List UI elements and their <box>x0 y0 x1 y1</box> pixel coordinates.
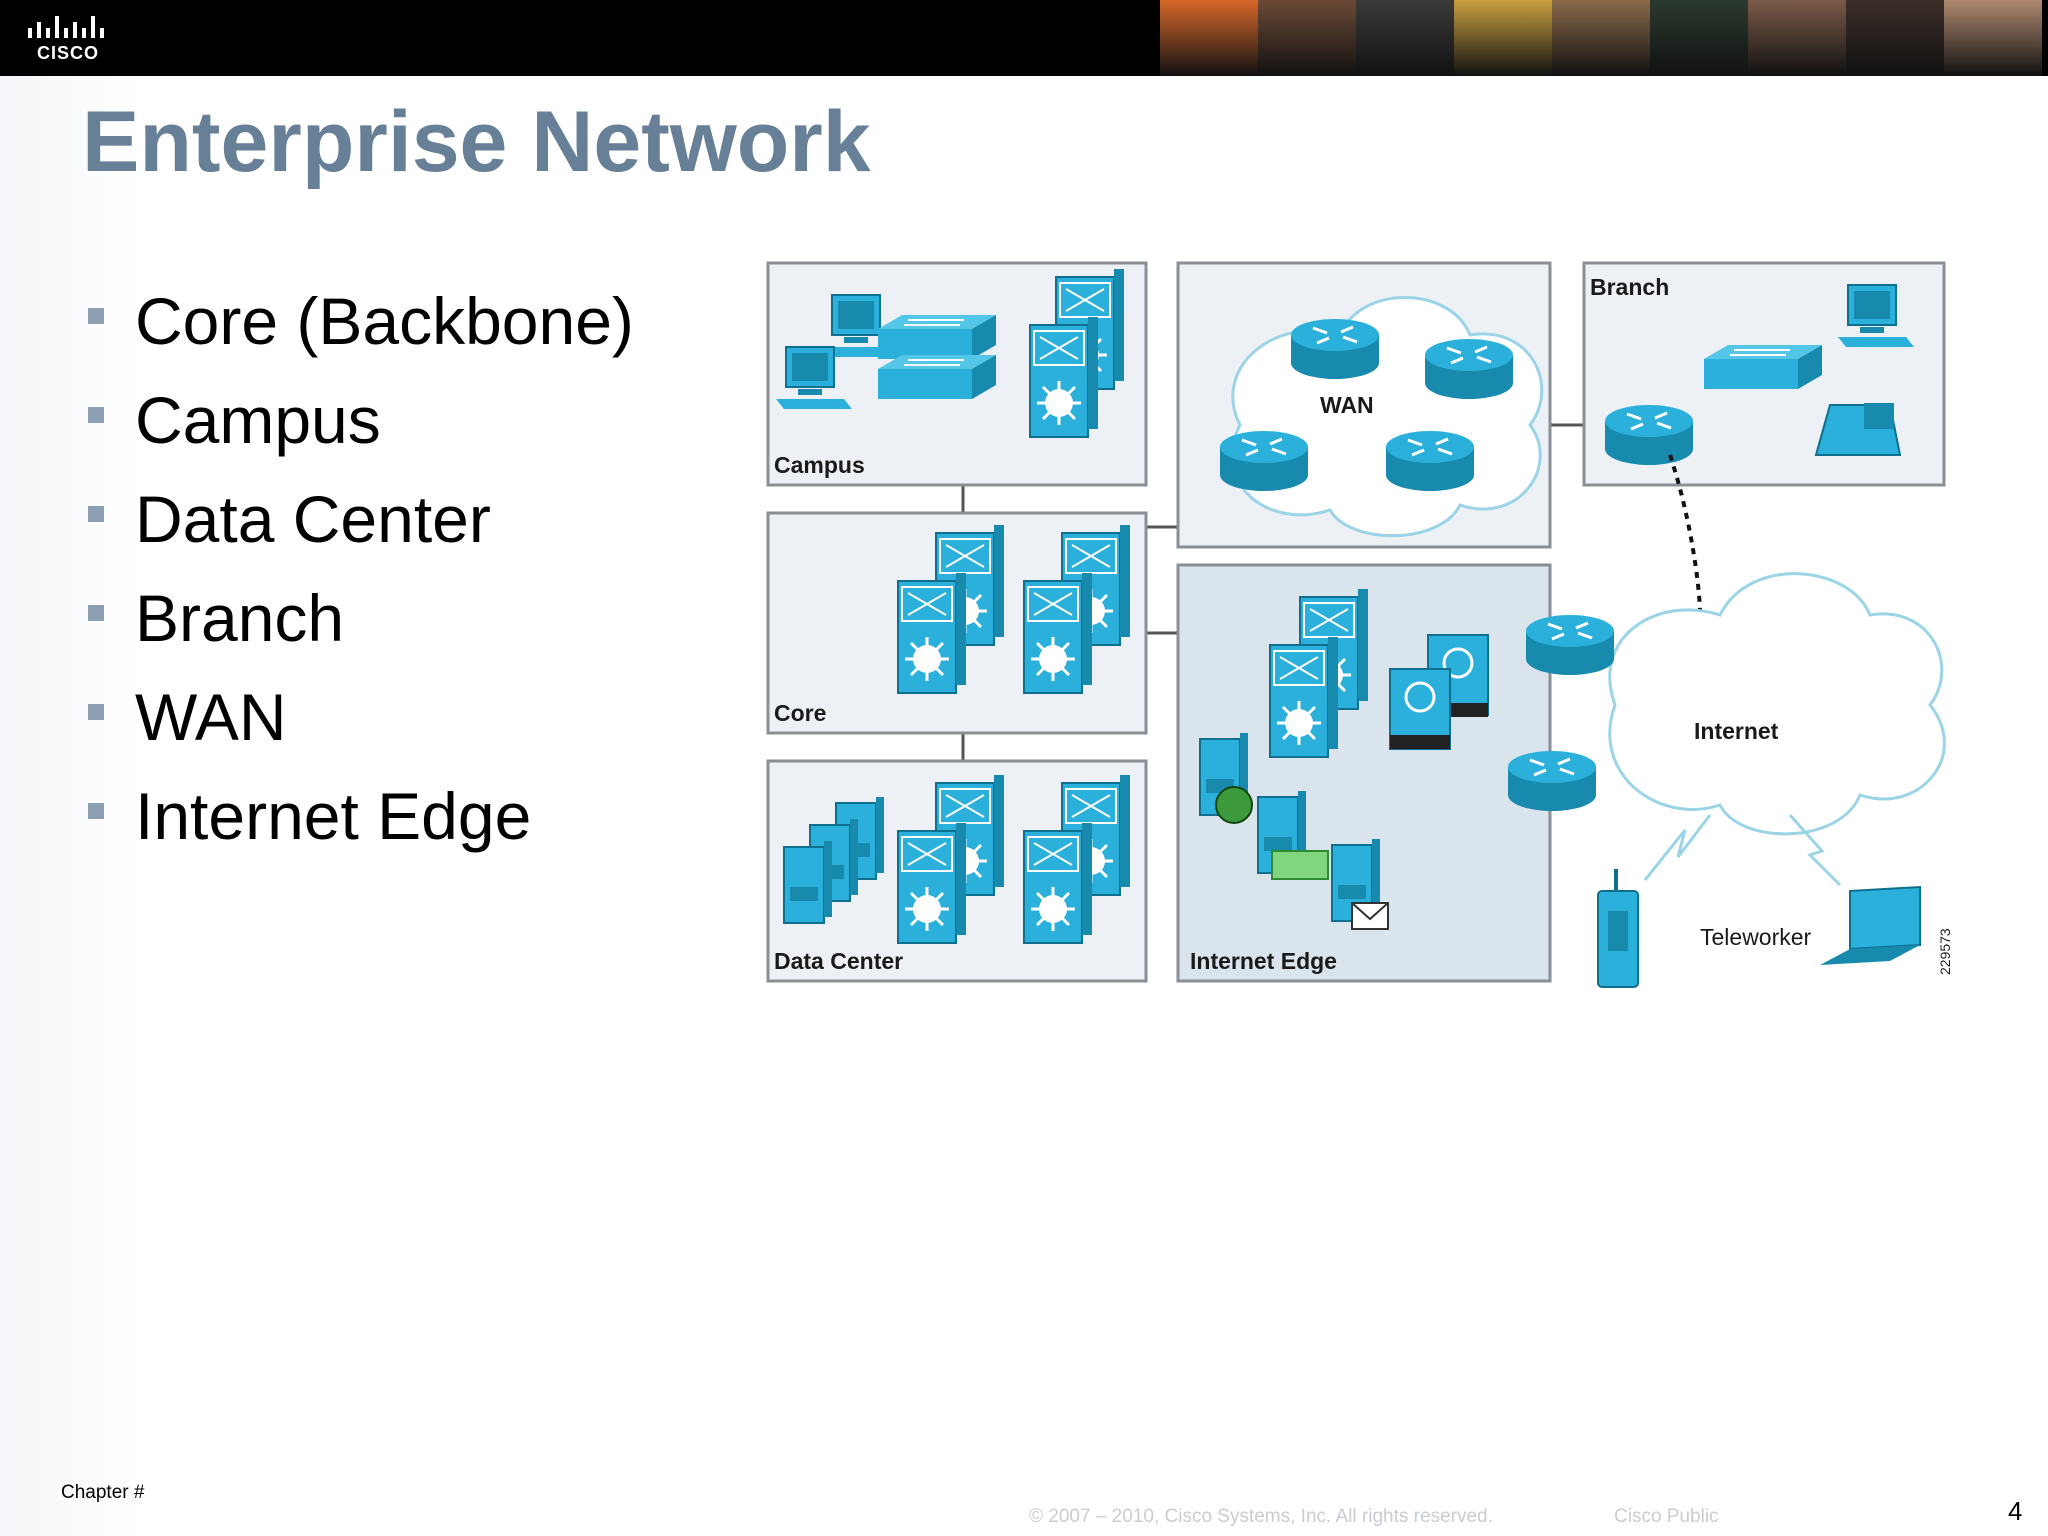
bullet-square-icon <box>88 407 104 423</box>
classification-footer: Cisco Public <box>1614 1506 1719 1527</box>
bullet-square-icon <box>88 308 104 324</box>
bullet-square-icon <box>88 803 104 819</box>
internet-edge-label: Internet Edge <box>1190 948 1337 974</box>
teleworker-label: Teleworker <box>1700 924 1812 950</box>
person-photo <box>1552 0 1650 76</box>
bullet-square-icon <box>88 704 104 720</box>
cisco-logo-icon <box>28 16 104 38</box>
people-photo-strip <box>1160 0 2048 76</box>
bullet-text: Campus <box>135 383 381 457</box>
wan-cloud-label: WAN <box>1320 392 1374 418</box>
cisco-logo-text: CISCO <box>37 43 100 63</box>
campus-label: Campus <box>774 452 865 478</box>
person-photo <box>1160 0 1258 76</box>
person-photo <box>1356 0 1454 76</box>
person-photo <box>1650 0 1748 76</box>
branch-label: Branch <box>1590 274 1669 300</box>
page-number: 4 <box>2008 1496 2023 1526</box>
person-photo <box>1454 0 1552 76</box>
person-photo <box>1258 0 1356 76</box>
bullet-text: Data Center <box>135 482 491 556</box>
bullet-text: Core (Backbone) <box>135 284 634 358</box>
chapter-footer: Chapter # <box>61 1482 145 1503</box>
bullet-text: Branch <box>135 581 345 655</box>
person-photo <box>1944 0 2042 76</box>
bullet-text: Internet Edge <box>135 779 532 853</box>
copyright-footer: © 2007 – 2010, Cisco Systems, Inc. All r… <box>1029 1506 1493 1527</box>
data-center-label: Data Center <box>774 948 903 974</box>
bullet-square-icon <box>88 506 104 522</box>
core-label: Core <box>774 700 826 726</box>
enterprise-network-diagram: Campus Core Data Center WAN Branch Inter… <box>766 261 1953 988</box>
person-photo <box>1748 0 1846 76</box>
bullet-square-icon <box>88 605 104 621</box>
person-photo <box>1846 0 1944 76</box>
slide-title: Enterprise Network <box>82 94 871 190</box>
figure-id-label: 229573 <box>1937 928 1953 975</box>
top-banner: CISCO <box>0 0 2048 76</box>
bullet-text: WAN <box>135 680 287 754</box>
internet-label: Internet <box>1694 718 1779 744</box>
